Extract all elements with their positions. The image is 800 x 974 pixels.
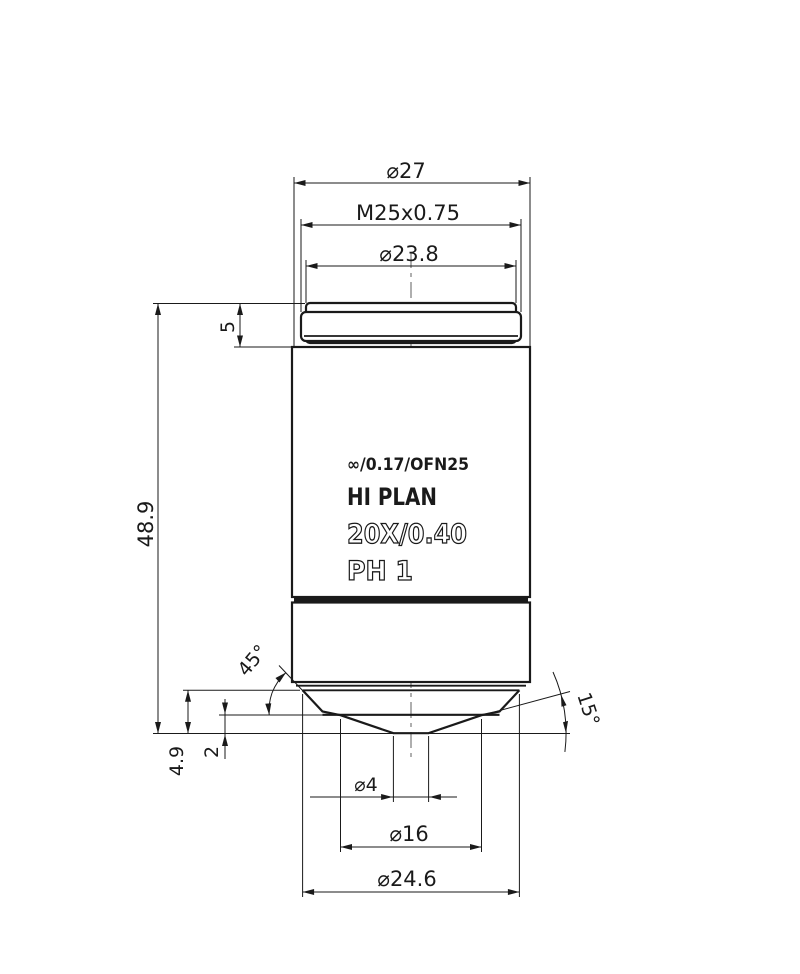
engraving-line-1: ∞/0.17/OFN25 xyxy=(347,455,469,474)
engraving: ∞/0.17/OFN25 HI PLAN 20X/0.40 PH 1 xyxy=(346,455,469,588)
thread-bulge xyxy=(299,310,523,343)
dim-label-45: 45° xyxy=(234,641,273,681)
body-lower xyxy=(290,601,532,684)
chamfer-left xyxy=(301,689,341,717)
engraving-line-3: 20X/0.40 xyxy=(347,519,467,550)
dim-label-5: 5 xyxy=(217,321,239,333)
engraving-line-4: PH 1 xyxy=(347,556,413,587)
dim-label-4-9: 4.9 xyxy=(166,746,188,776)
chamfer-45-extension xyxy=(278,665,304,692)
body-groove xyxy=(294,597,528,603)
engraving-line-2: HI PLAN xyxy=(347,483,437,511)
dim-label-dia24-6: ⌀24.6 xyxy=(377,867,436,891)
dim-label-dia23-8: ⌀23.8 xyxy=(379,242,438,266)
dim-label-dia27: ⌀27 xyxy=(386,159,425,183)
dim-label-15: 15° xyxy=(572,690,603,729)
dim-label-dia16: ⌀16 xyxy=(389,822,428,846)
extension-lines xyxy=(153,177,571,897)
dim-label-2: 2 xyxy=(201,746,223,758)
objective-outline xyxy=(290,301,532,735)
dimension-lines xyxy=(155,180,568,895)
arc-15 xyxy=(552,671,567,752)
dim-label-dia4: ⌀4 xyxy=(354,774,378,796)
cone-15-extension xyxy=(482,691,571,716)
chamfer-right xyxy=(481,689,521,717)
arc-45 xyxy=(271,672,287,694)
dim-label-m25: M25x0.75 xyxy=(356,201,460,225)
body-upper xyxy=(290,345,532,599)
dim-label-48-9: 48.9 xyxy=(134,501,158,548)
